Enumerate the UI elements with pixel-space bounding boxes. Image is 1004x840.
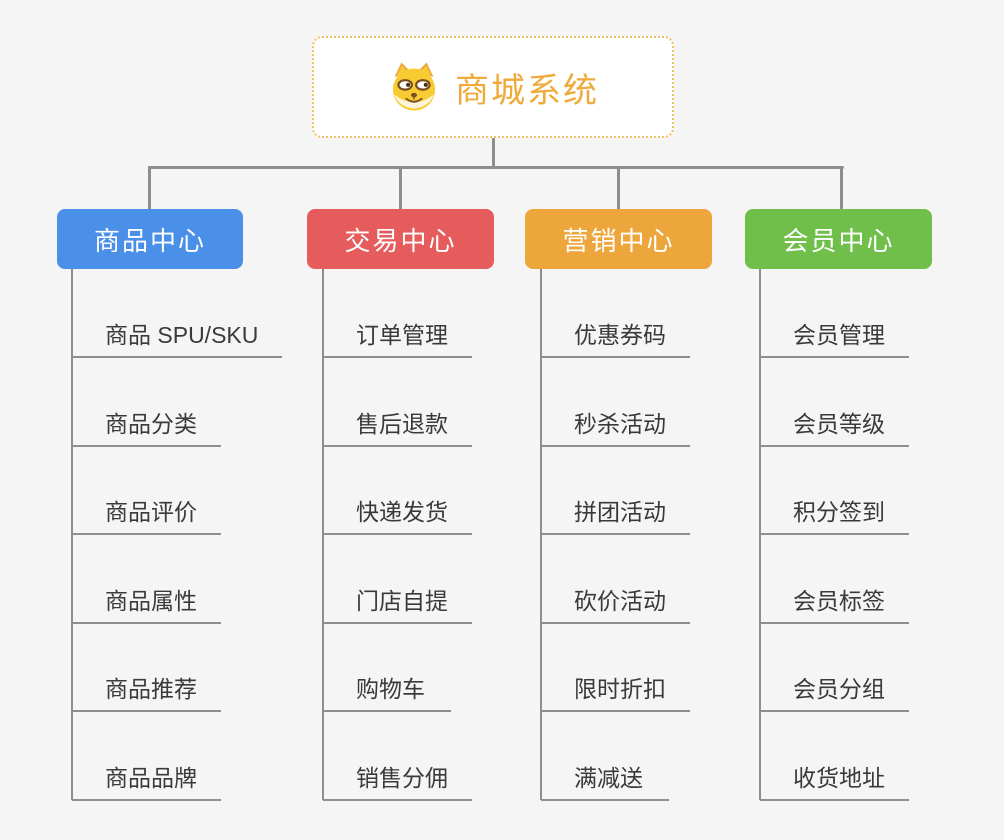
leaf-node[interactable]: 门店自提: [323, 586, 472, 624]
connector-bus: [148, 166, 844, 169]
leaf-node[interactable]: 商品属性: [72, 586, 221, 624]
leaf-node[interactable]: 秒杀活动: [541, 409, 690, 447]
leaf-node[interactable]: 会员等级: [760, 409, 909, 447]
branch-column-products: 商品 SPU/SKU 商品分类 商品评价 商品属性 商品推荐 商品品牌: [71, 269, 301, 814]
branch-header-members[interactable]: 会员中心: [745, 209, 932, 269]
leaf-node[interactable]: 会员分组: [760, 674, 909, 712]
leaf-node[interactable]: 销售分佣: [323, 763, 472, 801]
leaf-node[interactable]: 限时折扣: [541, 674, 690, 712]
leaf-node[interactable]: 商品分类: [72, 409, 221, 447]
leaf-node[interactable]: 收货地址: [760, 763, 909, 801]
leaf-node[interactable]: 优惠券码: [541, 320, 690, 358]
leaf-node[interactable]: 购物车: [323, 674, 451, 712]
branch-column-trade: 订单管理 售后退款 快递发货 门店自提 购物车 销售分佣: [322, 269, 552, 814]
root-node[interactable]: 商城系统: [312, 36, 674, 138]
connector-drop-marketing: [617, 166, 620, 211]
branch-column-members: 会员管理 会员等级 积分签到 会员标签 会员分组 收货地址: [759, 269, 989, 814]
leaf-node[interactable]: 满减送: [541, 763, 669, 801]
leaf-node[interactable]: 积分签到: [760, 497, 909, 535]
connector-drop-products: [148, 166, 151, 211]
branch-header-products[interactable]: 商品中心: [57, 209, 243, 269]
leaf-node[interactable]: 会员管理: [760, 320, 909, 358]
leaf-node[interactable]: 拼团活动: [541, 497, 690, 535]
doge-icon: [392, 62, 436, 111]
branch-header-trade[interactable]: 交易中心: [307, 209, 494, 269]
root-title: 商城系统: [455, 71, 599, 110]
leaf-node[interactable]: 订单管理: [323, 320, 472, 358]
leaf-node[interactable]: 商品品牌: [72, 763, 221, 801]
connector-drop-trade: [399, 166, 402, 211]
leaf-node[interactable]: 售后退款: [323, 409, 472, 447]
connector-drop-members: [840, 166, 843, 211]
connector-root-stub: [492, 137, 495, 168]
branch-column-marketing: 优惠券码 秒杀活动 拼团活动 砍价活动 限时折扣 满减送: [540, 269, 770, 814]
leaf-node[interactable]: 快递发货: [323, 497, 472, 535]
leaf-node[interactable]: 会员标签: [760, 586, 909, 624]
branch-header-marketing[interactable]: 营销中心: [525, 209, 712, 269]
leaf-node[interactable]: 砍价活动: [541, 586, 690, 624]
leaf-node[interactable]: 商品 SPU/SKU: [72, 320, 283, 358]
leaf-node[interactable]: 商品评价: [72, 497, 221, 535]
leaf-node[interactable]: 商品推荐: [72, 674, 221, 712]
